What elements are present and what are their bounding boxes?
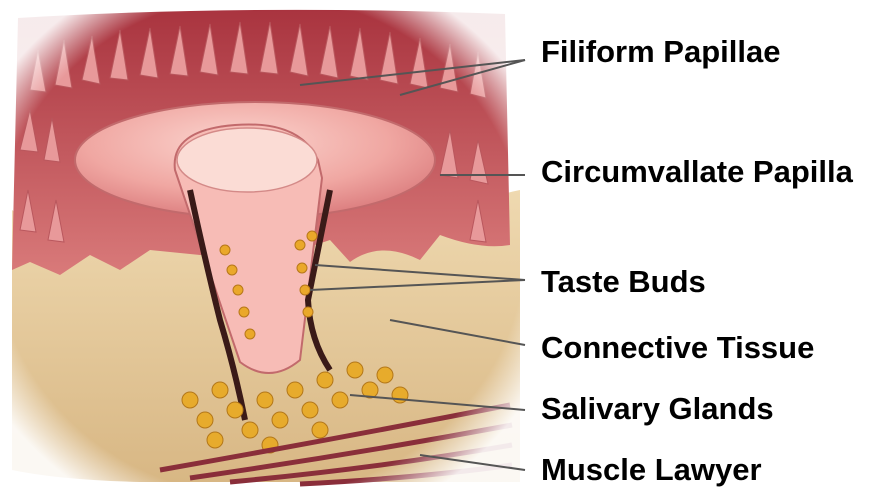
label-taste-buds: Taste Buds [541, 264, 706, 300]
label-salivary-glands: Salivary Glands [541, 391, 774, 427]
label-muscle-layer: Muscle Lawyer [541, 452, 762, 488]
label-filiform-papillae: Filiform Papillae [541, 34, 780, 70]
image-vignette [0, 0, 520, 491]
label-connective-tissue: Connective Tissue [541, 330, 814, 366]
label-circumvallate-papilla: Circumvallate Papilla [541, 154, 861, 190]
